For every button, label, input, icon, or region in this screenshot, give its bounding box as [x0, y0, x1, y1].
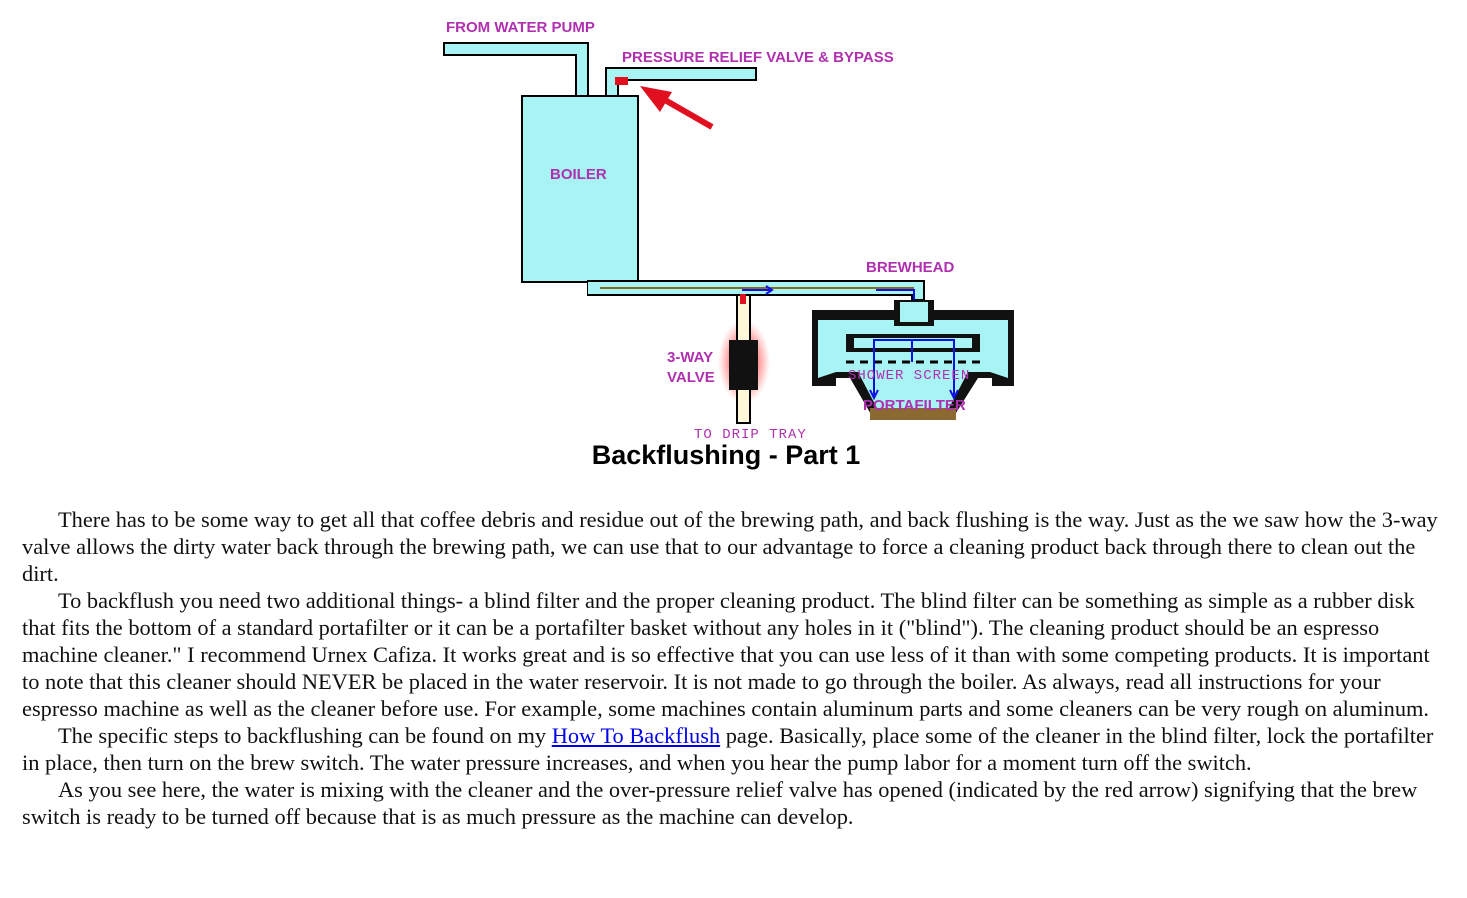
pressure-relief-pipe	[605, 67, 757, 97]
paragraph-3: The specific steps to backflushing can b…	[22, 722, 1442, 776]
inlet-pipe	[443, 42, 589, 98]
relief-valve-open-marker	[615, 77, 628, 85]
label-from-water-pump: FROM WATER PUMP	[446, 19, 595, 36]
three-way-valve	[718, 294, 770, 424]
red-arrow-icon	[640, 86, 714, 130]
label-portafilter: PORTAFILTER	[863, 397, 966, 414]
label-boiler: BOILER	[550, 166, 607, 183]
backflush-diagram: FROM WATER PUMP PRESSURE RELIEF VALVE & …	[443, 19, 1014, 443]
label-to-drip-tray: TO DRIP TRAY	[694, 427, 807, 443]
paragraph-4: As you see here, the water is mixing wit…	[22, 777, 1418, 829]
label-brewhead: BREWHEAD	[866, 259, 954, 276]
how-to-backflush-link[interactable]: How To Backflush	[551, 723, 721, 748]
brewhead-group	[812, 300, 1014, 420]
boiler-tank	[521, 95, 639, 283]
article-body: There has to be some way to get all that…	[22, 506, 1442, 830]
label-three-way-1: 3-WAY	[667, 349, 713, 366]
paragraph-2: To backflush you need two additional thi…	[22, 588, 1430, 721]
label-shower-screen: SHOWER SCREEN	[848, 368, 970, 384]
paragraph-1: There has to be some way to get all that…	[22, 507, 1438, 586]
figure-caption: Backflushing - Part 1	[591, 440, 861, 470]
paragraph-3-before: The specific steps to backflushing can b…	[58, 723, 552, 748]
label-pressure-relief: PRESSURE RELIEF VALVE & BYPASS	[622, 49, 894, 66]
paragraph-3-after: page. Basically, place some of the clean…	[22, 723, 1434, 775]
label-three-way-2: VALVE	[667, 369, 715, 386]
